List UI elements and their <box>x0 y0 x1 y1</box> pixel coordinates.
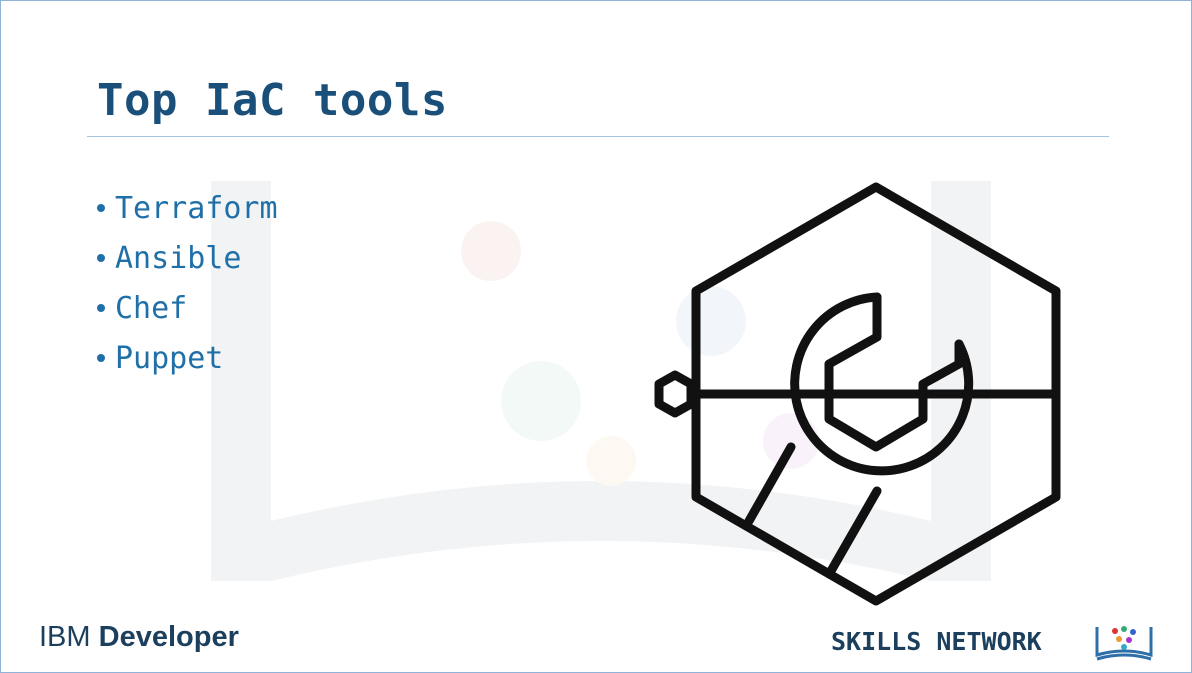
list-item-label: Ansible <box>115 240 242 276</box>
hexagon-wrench-icon <box>654 182 1061 606</box>
ibm-developer-logo: IBM Developer <box>39 621 239 654</box>
bullet-icon <box>97 204 105 212</box>
bullet-icon <box>97 304 105 312</box>
developer-text: Developer <box>98 621 239 653</box>
title-divider <box>87 136 1109 137</box>
list-item-label: Puppet <box>115 340 224 376</box>
tools-list: Terraform Ansible Chef Puppet <box>93 183 278 383</box>
list-item-label: Chef <box>115 290 188 326</box>
skills-network-book-icon <box>1095 626 1153 661</box>
bullet-icon <box>97 254 105 262</box>
list-item: Terraform <box>93 183 278 233</box>
list-item: Ansible <box>93 233 278 283</box>
bullet-icon <box>97 354 105 362</box>
ibm-text: IBM <box>39 621 91 653</box>
list-item: Chef <box>93 283 278 333</box>
skills-network-label: SKILLS NETWORK <box>831 627 1042 656</box>
list-item-label: Terraform <box>115 190 278 226</box>
slide-title: Top IaC tools <box>97 75 448 126</box>
list-item: Puppet <box>93 333 278 383</box>
